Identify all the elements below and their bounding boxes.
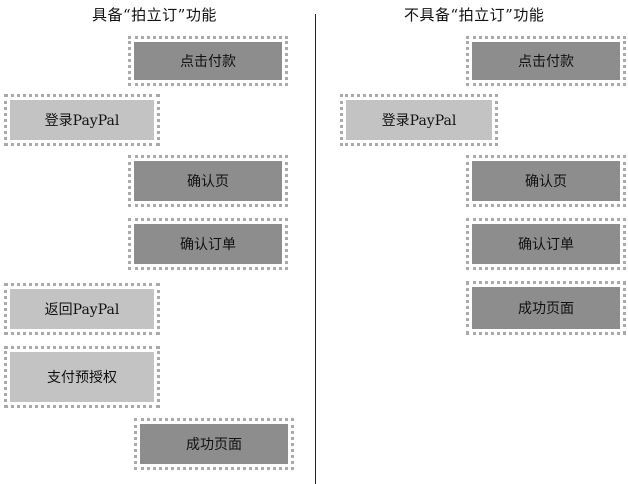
step-label: 确认订单 [134, 224, 282, 264]
left-step-login-paypal: 登录PayPal [4, 94, 160, 146]
step-label: 登录PayPal [346, 100, 492, 140]
left-step-return-paypal: 返回PayPal [4, 283, 160, 335]
right-step-confirm-order: 确认订单 [466, 218, 626, 270]
step-label: 确认页 [472, 161, 620, 201]
step-label: 成功页面 [472, 287, 620, 329]
left-step-success-page: 成功页面 [134, 418, 294, 470]
left-step-confirm-page: 确认页 [128, 155, 288, 207]
step-label: 点击付款 [472, 42, 620, 80]
right-step-success-page: 成功页面 [466, 281, 626, 335]
left-step-click-pay: 点击付款 [128, 36, 288, 86]
left-step-payment-preauth: 支付预授权 [4, 346, 160, 408]
right-step-login-paypal: 登录PayPal [340, 94, 498, 146]
left-step-confirm-order: 确认订单 [128, 218, 288, 270]
step-label: 点击付款 [134, 42, 282, 80]
step-label: 确认页 [134, 161, 282, 201]
panel-divider [315, 14, 316, 484]
step-label: 返回PayPal [10, 289, 154, 329]
step-label: 确认订单 [472, 224, 620, 264]
right-panel-title: 不具备“拍立订”功能 [404, 6, 545, 24]
left-panel-title: 具备“拍立订”功能 [92, 6, 217, 24]
step-label: 成功页面 [140, 424, 288, 464]
step-label: 登录PayPal [10, 100, 154, 140]
right-step-click-pay: 点击付款 [466, 36, 626, 86]
step-label: 支付预授权 [10, 352, 154, 402]
right-step-confirm-page: 确认页 [466, 155, 626, 207]
